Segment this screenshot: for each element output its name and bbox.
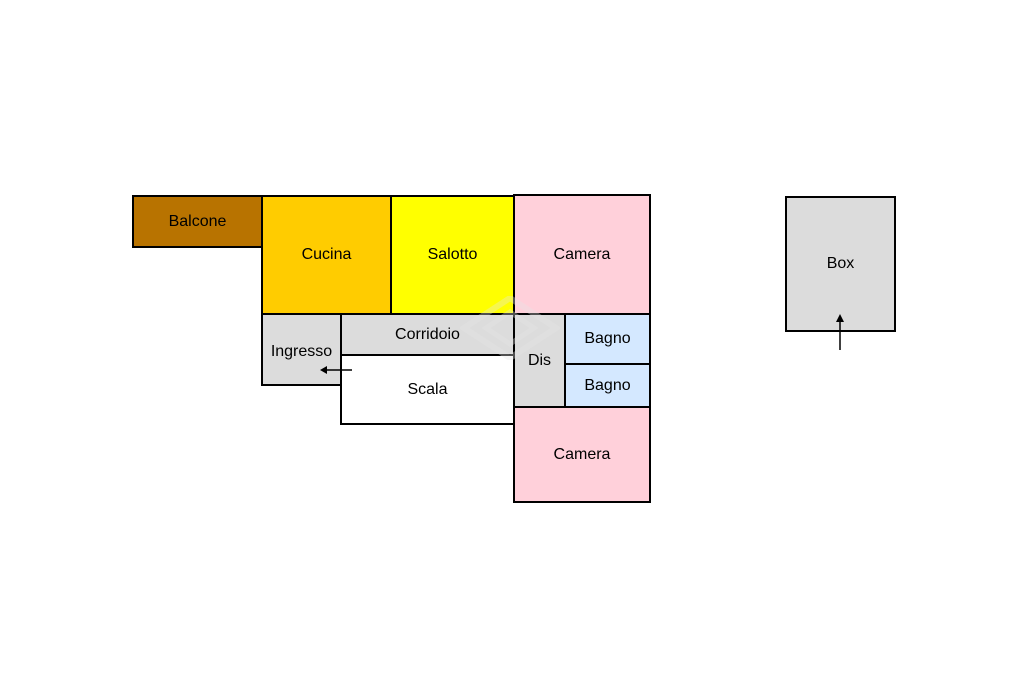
room-label: Scala bbox=[407, 380, 448, 398]
room-bagno-top: Bagno bbox=[564, 313, 651, 365]
room-label: Ingresso bbox=[270, 343, 333, 360]
room-label: Salotto bbox=[427, 246, 478, 263]
watermark-logo-icon bbox=[460, 296, 560, 360]
room-label: Corridoio bbox=[395, 325, 460, 343]
room-label: Camera bbox=[553, 445, 611, 463]
room-bagno-bottom: Bagno bbox=[564, 363, 651, 408]
room-camera-bottom: Camera bbox=[513, 406, 651, 503]
room-scala: Scala bbox=[340, 354, 515, 425]
room-label: Balcone bbox=[168, 212, 227, 230]
room-cucina: Cucina bbox=[261, 195, 392, 315]
room-box: Box bbox=[785, 196, 896, 332]
room-label: Bagno bbox=[584, 330, 631, 347]
room-label: Bagno bbox=[584, 376, 631, 394]
room-label: Box bbox=[826, 255, 855, 272]
room-label: Camera bbox=[553, 245, 611, 263]
ingresso-entrance-arrow bbox=[320, 366, 352, 374]
box-entrance-arrow bbox=[836, 314, 844, 350]
room-balcone: Balcone bbox=[132, 195, 263, 248]
room-label: Cucina bbox=[301, 246, 352, 263]
